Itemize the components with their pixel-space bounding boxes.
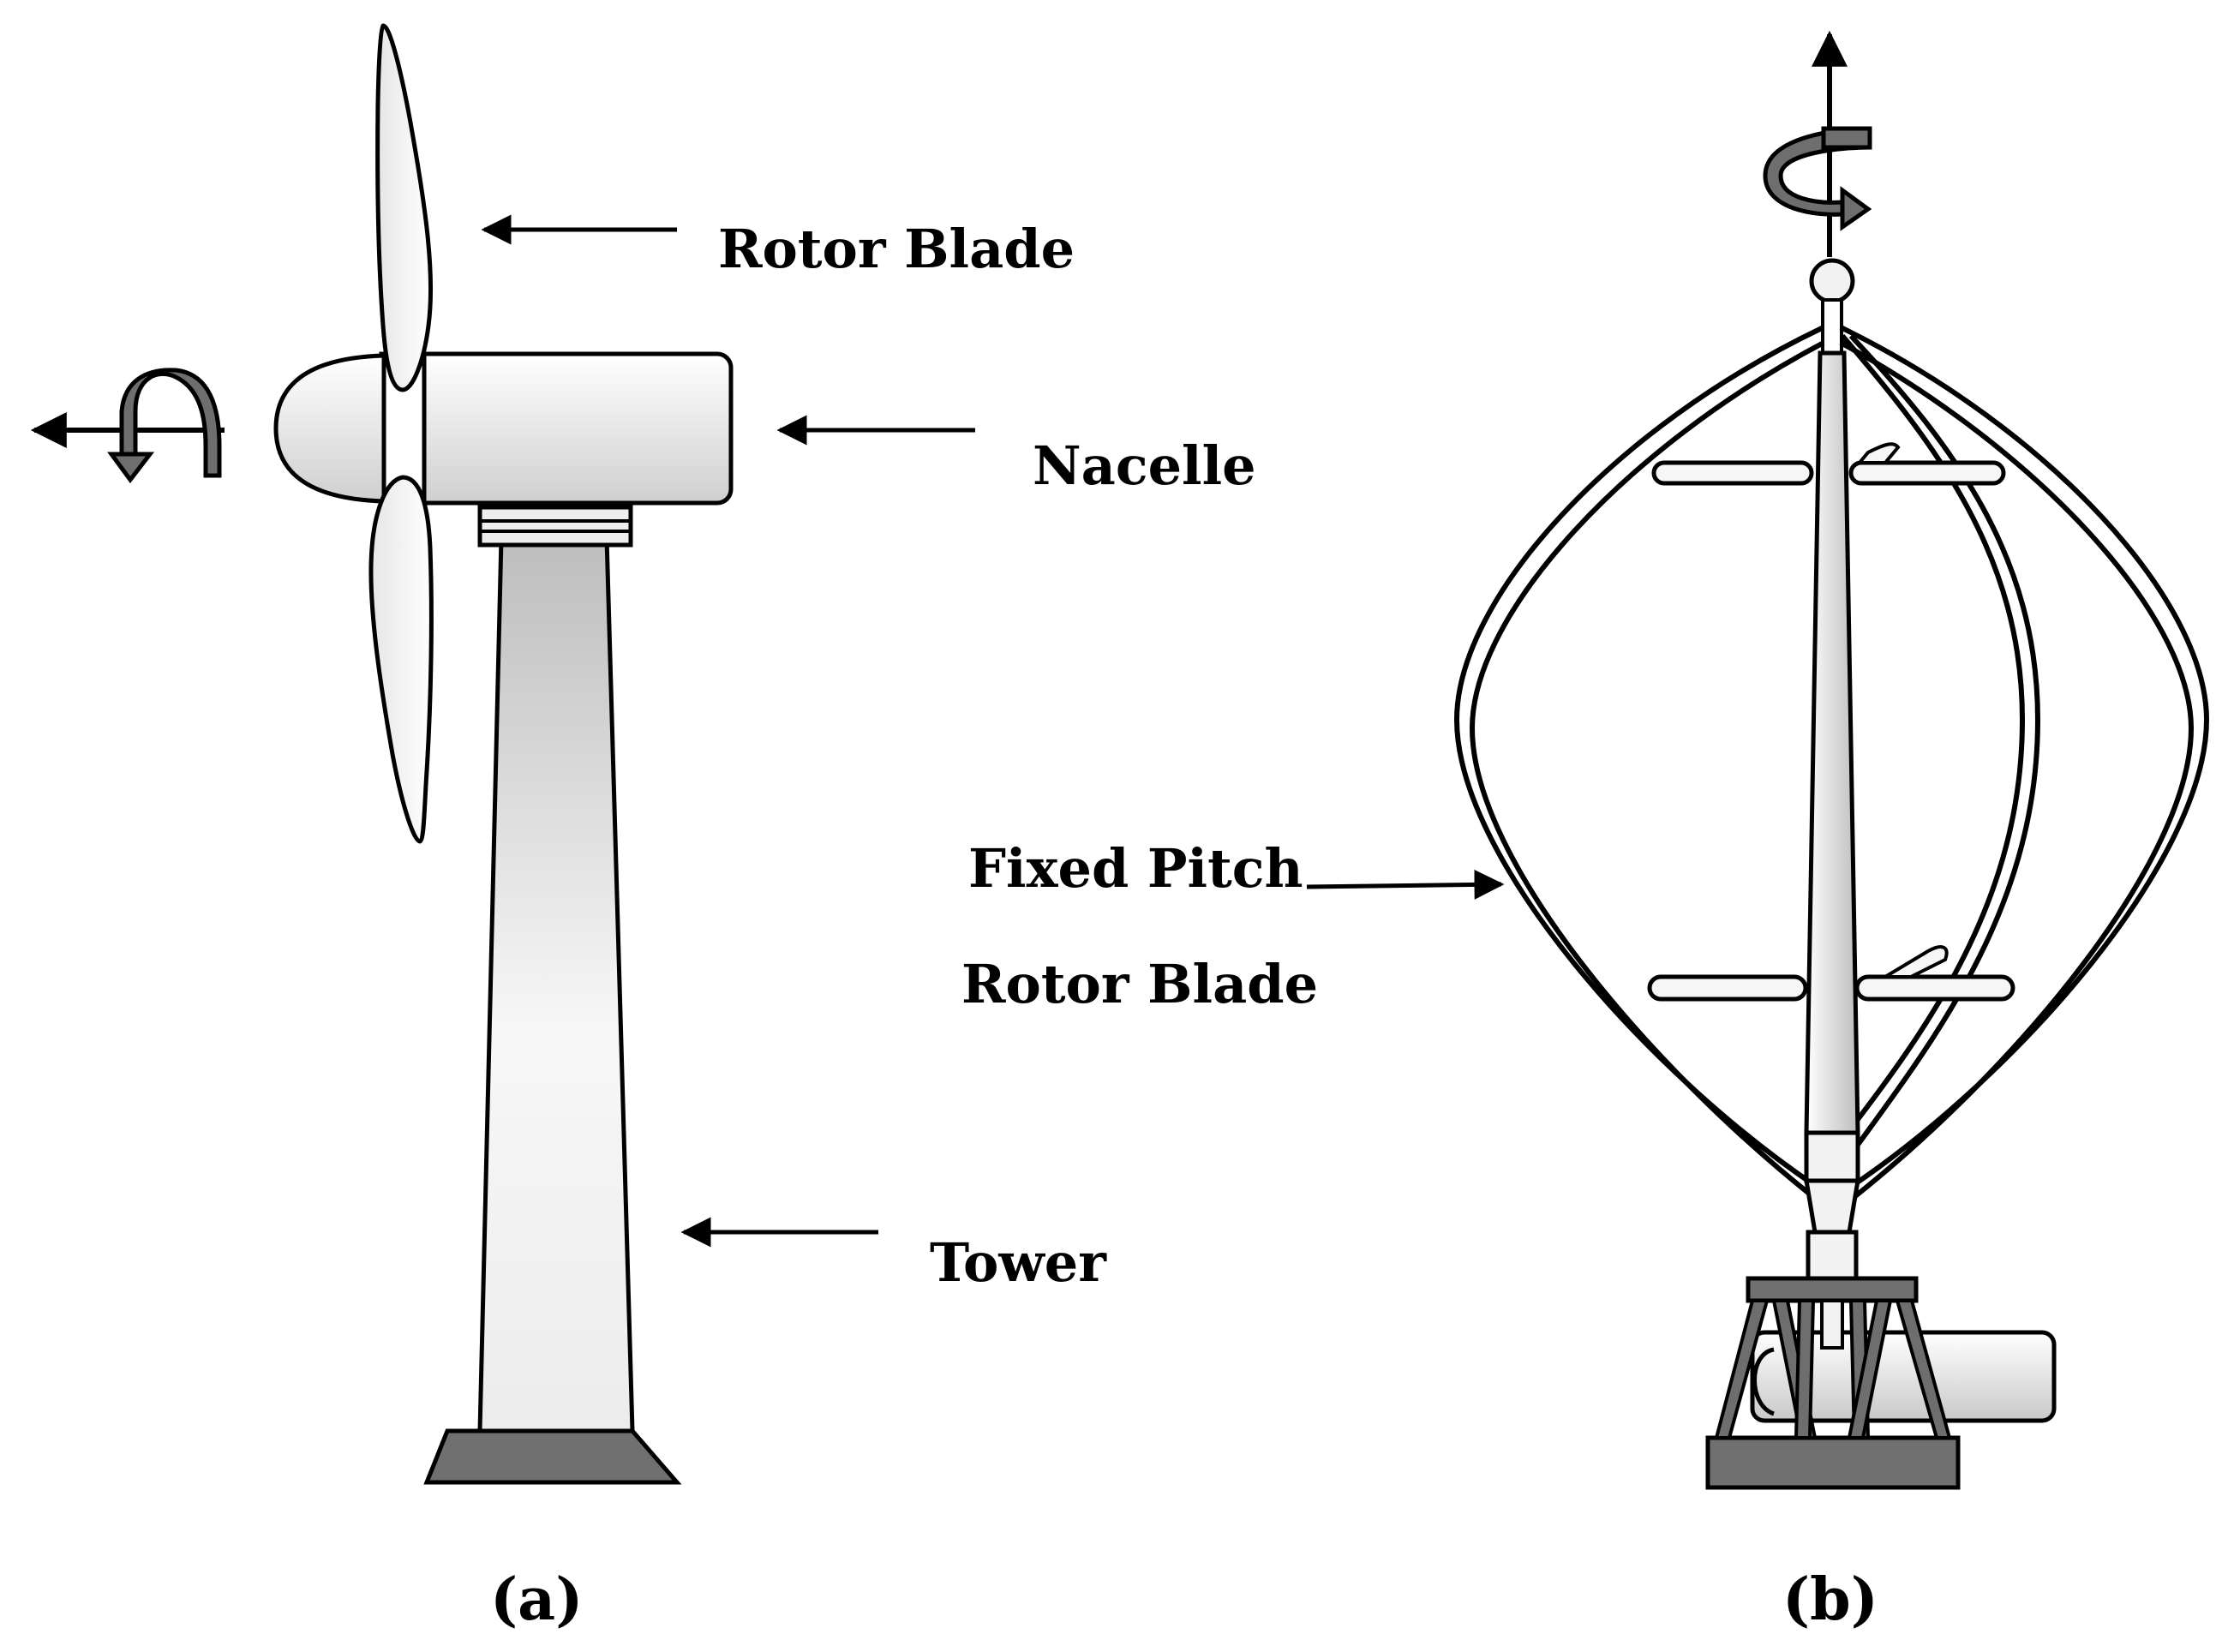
tower-label: Tower bbox=[930, 1231, 1107, 1294]
yaw-bearing bbox=[477, 505, 633, 548]
upper-rotor-blade bbox=[375, 23, 434, 392]
rotation-direction-icon bbox=[107, 368, 222, 484]
fixed-pitch-rotor-blade-label: Rotor Blade bbox=[961, 953, 1318, 1015]
fixed-pitch-label: Fixed Pitch bbox=[968, 837, 1303, 900]
vawt-panel: Fixed Pitch Rotor Blade (b) bbox=[961, 30, 2210, 1634]
nacelle bbox=[396, 351, 734, 506]
rotor-blade-label: Rotor Blade bbox=[718, 218, 1075, 280]
nacelle-label: Nacelle bbox=[1033, 434, 1256, 497]
panel-a-caption: (a) bbox=[490, 1565, 583, 1634]
fixed-pitch-pointer bbox=[1306, 869, 1505, 900]
spinner bbox=[273, 353, 386, 504]
lower-rotor-blade bbox=[368, 475, 434, 844]
panel-b-caption: (b) bbox=[1782, 1565, 1878, 1634]
fixed-pitch-rotor-blades bbox=[1453, 325, 2210, 1202]
hawt-panel: Rotor Blade Nacelle Tower (a) bbox=[30, 23, 1256, 1634]
generator-base bbox=[1705, 1276, 2057, 1490]
rotation-direction-icon-b bbox=[1763, 126, 1872, 231]
top-cap bbox=[1809, 258, 1855, 304]
tower-base bbox=[423, 1428, 682, 1485]
tower bbox=[477, 536, 635, 1434]
upper-struts bbox=[1651, 442, 2006, 486]
